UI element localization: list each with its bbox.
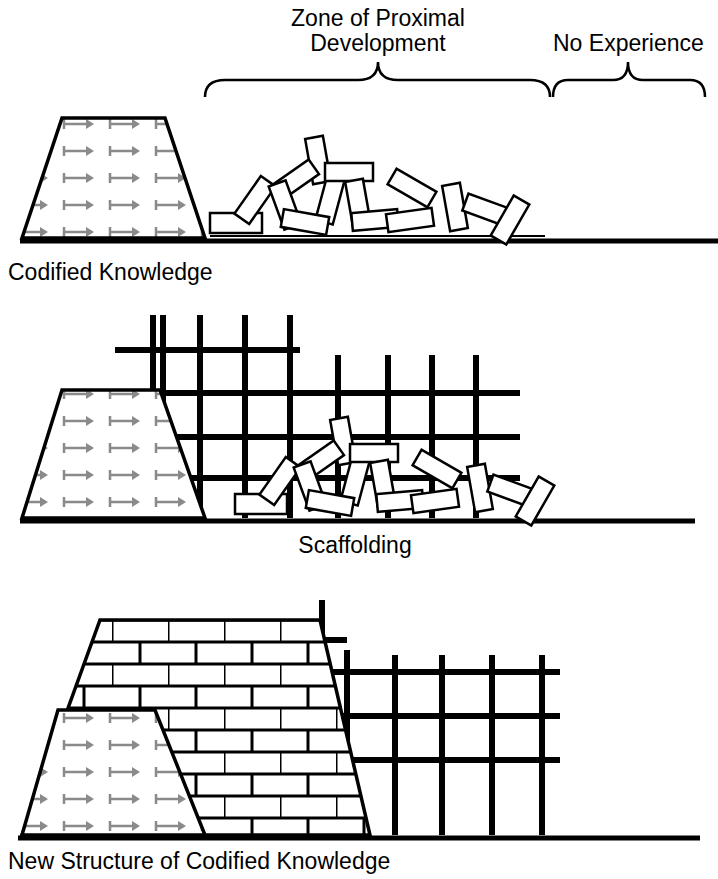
zone-heading: Zone of Proximal Development — [248, 6, 508, 56]
panel-caption: Scaffolding — [298, 533, 411, 558]
panel-caption: Codified Knowledge — [8, 260, 213, 285]
panel-caption: New Structure of Codified Knowledge — [8, 849, 390, 874]
zone-heading: No Experience — [553, 31, 704, 56]
